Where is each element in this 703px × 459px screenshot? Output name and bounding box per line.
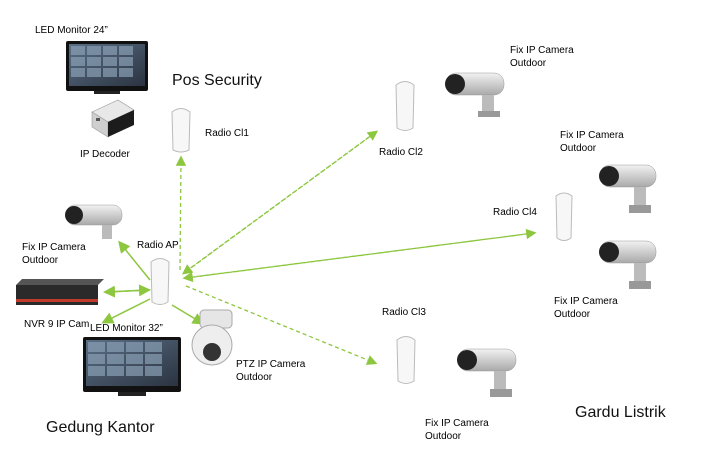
location-pos-security: Pos Security [172,72,262,89]
fix-camera-gedung-icon [65,204,123,239]
radio-cl2-icon [395,81,415,131]
label-fix-camera-gardu1: Fix IP Camera Outdoor [560,129,624,155]
link-ap-cl3 [185,285,378,365]
radio-cl3-icon [396,336,416,384]
location-gedung-kantor: Gedung Kantor [46,419,155,436]
link-ap-fixcam [118,240,151,281]
wired-links [101,240,205,325]
fix-camera-label-line2: Outdoor [22,255,59,266]
ptz-label-line2: Outdoor [236,372,273,383]
fix-camera-gardu2-icon [599,240,657,289]
label-fix-camera-top: Fix IP Camera Outdoor [510,44,574,70]
link-ap-monitor32 [101,298,151,324]
label-ip-decoder: IP Decoder [80,149,130,160]
fix-camera-label-line1: Fix IP Camera [425,418,489,429]
link-nvr-ap [105,284,151,297]
radio-ap-icon [150,258,170,305]
ptz-label-line1: PTZ IP Camera [236,359,306,370]
label-led-monitor-32: LED Monitor 32” [90,323,163,334]
link-ap-cl2 [184,130,379,273]
fix-camera-label-line1: Fix IP Camera [560,130,624,141]
link-ap-ptz [171,304,205,325]
label-ptz-camera: PTZ IP Camera Outdoor [236,358,305,384]
nvr-icon [16,279,104,305]
label-radio-cl1: Radio Cl1 [205,128,249,139]
link-cl4-ap [182,232,535,283]
fix-camera-label-line1: Fix IP Camera [22,242,86,253]
fix-camera-label-line2: Outdoor [560,143,597,154]
label-fix-camera-gardu2: Fix IP Camera Outdoor [554,295,618,321]
label-fix-camera-gedung: Fix IP Camera Outdoor [22,241,86,267]
label-radio-cl3: Radio Cl3 [382,307,426,318]
radio-cl1-icon [171,108,191,153]
fix-camera-label-line1: Fix IP Camera [510,45,574,56]
led-monitor-24-icon [66,41,148,94]
label-led-monitor-24: LED Monitor 24” [35,25,108,36]
link-cl2-ap [181,131,377,275]
location-gardu-listrik: Gardu Listrik [575,404,666,421]
fix-camera-top-icon [445,72,505,117]
label-radio-cl2: Radio Cl2 [379,147,423,158]
wireless-links [175,130,537,365]
fix-camera-gardu1-icon [599,164,657,213]
ip-decoder-icon [91,99,135,138]
fix-camera-bottom-icon [457,348,517,397]
label-radio-ap: Radio AP [137,240,179,251]
label-nvr: NVR 9 IP Cam [24,319,90,330]
ptz-camera-icon [191,309,233,366]
fix-camera-label-line2: Outdoor [425,431,462,442]
label-radio-cl4: Radio Cl4 [493,207,537,218]
fix-camera-label-line2: Outdoor [554,309,591,320]
fix-camera-label-line2: Outdoor [510,58,547,69]
radio-cl4-icon [555,192,573,241]
label-fix-camera-bottom: Fix IP Camera Outdoor [425,417,489,443]
fix-camera-label-line1: Fix IP Camera [554,296,618,307]
link-ap-cl1 [175,155,187,271]
led-monitor-32-icon [83,337,181,396]
